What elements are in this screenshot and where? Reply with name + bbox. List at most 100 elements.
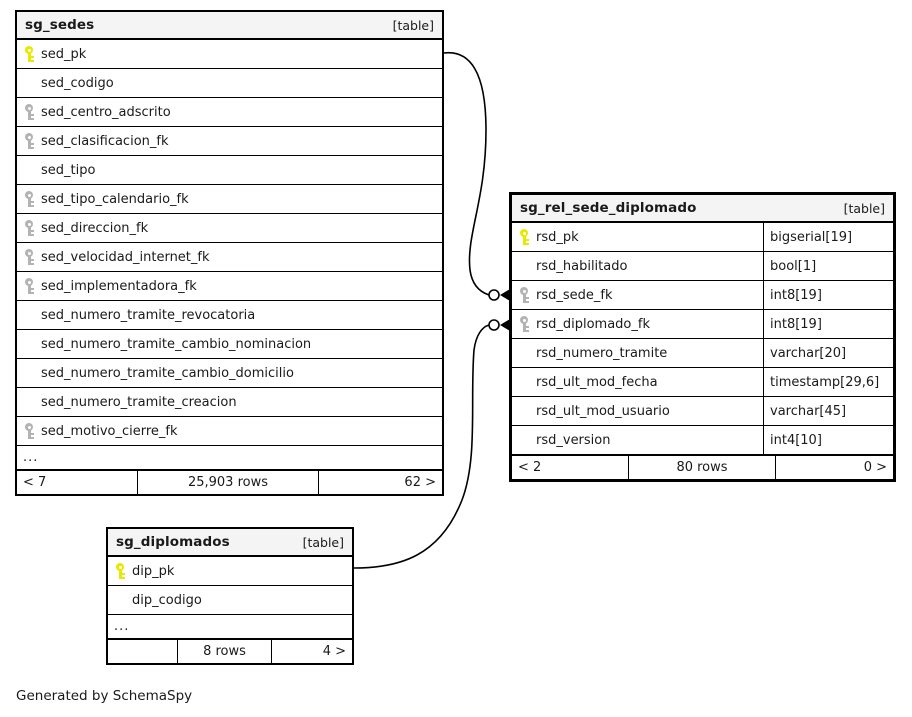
foreign-key-icon: [23, 103, 35, 121]
column-name: rsd_numero_tramite: [536, 345, 668, 361]
table-row[interactable]: sed_tipo_calendario_fk: [17, 185, 442, 214]
foreign-key-icon: [518, 286, 530, 304]
column-type: timestamp[29,6]: [763, 368, 893, 396]
foreign-key-icon: [23, 248, 35, 266]
column-type: bool[1]: [763, 252, 893, 280]
column-cell: sed_motivo_cierre_fk: [17, 417, 442, 445]
relationship-endpoint-zero-dip: [488, 319, 500, 331]
column-cell: sed_implementadora_fk: [17, 272, 442, 300]
column-cell: rsd_version: [512, 426, 763, 454]
table-row[interactable]: sed_numero_tramite_cambio_domicilio: [17, 359, 442, 388]
table-row[interactable]: rsd_ult_mod_fecha timestamp[29,6]: [512, 368, 893, 397]
table-row[interactable]: rsd_habilitado bool[1]: [512, 252, 893, 281]
column-name: sed_direccion_fk: [41, 220, 149, 236]
footer-children-count[interactable]: 4 >: [271, 640, 352, 663]
foreign-key-icon: [23, 190, 35, 208]
column-name: sed_clasificacion_fk: [41, 133, 169, 149]
table-footer-sg-diplomados: 8 rows 4 >: [108, 639, 352, 663]
table-row[interactable]: sed_implementadora_fk: [17, 272, 442, 301]
column-cell: rsd_habilitado: [512, 252, 763, 280]
column-cell: sed_tipo: [17, 156, 442, 184]
primary-key-icon: [23, 45, 35, 63]
column-name: rsd_ult_mod_usuario: [536, 403, 670, 419]
table-tag-sg-sedes: [table]: [392, 17, 434, 33]
column-type: int8[19]: [763, 281, 893, 309]
relationship-line-sed-pk-rsd-sede-fk: [443, 52, 490, 296]
table-row[interactable]: sed_numero_tramite_creacion: [17, 388, 442, 417]
foreign-key-icon: [518, 315, 530, 333]
column-cell: sed_direccion_fk: [17, 214, 442, 242]
primary-key-icon: [114, 562, 126, 580]
foreign-key-icon: [23, 422, 35, 440]
column-name: dip_codigo: [132, 592, 202, 608]
column-cell: sed_codigo: [17, 69, 442, 97]
column-name: rsd_pk: [536, 229, 579, 245]
more-columns-indicator: ...: [108, 615, 352, 639]
column-cell: rsd_numero_tramite: [512, 339, 763, 367]
table-row[interactable]: sed_direccion_fk: [17, 214, 442, 243]
foreign-key-icon: [23, 277, 35, 295]
table-tag-sg-rel-sede-diplomado: [table]: [843, 200, 885, 216]
column-cell: sed_pk: [17, 40, 442, 68]
table-row[interactable]: sed_codigo: [17, 69, 442, 98]
footer-parents-count[interactable]: [108, 640, 177, 663]
footer-parents-count[interactable]: < 7: [23, 475, 47, 490]
table-row[interactable]: sed_pk: [17, 40, 442, 69]
column-cell: sed_tipo_calendario_fk: [17, 185, 442, 213]
relationship-endpoint-zero-sed: [488, 289, 500, 301]
table-row[interactable]: rsd_sede_fk int8[19]: [512, 281, 893, 310]
table-footer-sg-sedes: < 7 25,903 rows 62 >: [17, 470, 442, 494]
table-row[interactable]: sed_velocidad_internet_fk: [17, 243, 442, 272]
table-row[interactable]: dip_codigo: [108, 586, 352, 615]
column-name: rsd_sede_fk: [536, 287, 613, 303]
column-cell: dip_codigo: [108, 586, 352, 614]
column-cell: dip_pk: [108, 557, 352, 585]
column-cell: rsd_ult_mod_usuario: [512, 397, 763, 425]
table-row[interactable]: rsd_ult_mod_usuario varchar[45]: [512, 397, 893, 426]
table-row[interactable]: sed_clasificacion_fk: [17, 127, 442, 156]
column-cell: sed_numero_tramite_creacion: [17, 388, 442, 416]
table-row[interactable]: rsd_version int4[10]: [512, 426, 893, 455]
table-row[interactable]: sed_numero_tramite_cambio_nominacion: [17, 330, 442, 359]
column-cell: sed_centro_adscrito: [17, 98, 442, 126]
table-sg-rel-sede-diplomado[interactable]: sg_rel_sede_diplomado [table] rsd_pk big…: [509, 192, 896, 482]
column-name: dip_pk: [132, 563, 175, 579]
column-cell: sed_numero_tramite_revocatoria: [17, 301, 442, 329]
table-header-sg-rel-sede-diplomado: sg_rel_sede_diplomado [table]: [512, 195, 893, 223]
column-cell: sed_clasificacion_fk: [17, 127, 442, 155]
table-title-sg-rel-sede-diplomado: sg_rel_sede_diplomado: [520, 200, 697, 216]
column-cell: rsd_pk: [512, 223, 763, 251]
table-row[interactable]: rsd_diplomado_fk int8[19]: [512, 310, 893, 339]
column-name: sed_codigo: [41, 75, 114, 91]
table-tag-sg-diplomados: [table]: [302, 534, 344, 550]
table-sg-diplomados[interactable]: sg_diplomados [table] dip_pk dip_codigo …: [106, 527, 354, 665]
column-name: sed_numero_tramite_creacion: [41, 394, 237, 410]
column-type: bigserial[19]: [763, 223, 893, 251]
column-name: sed_tipo_calendario_fk: [41, 191, 189, 207]
column-cell: rsd_ult_mod_fecha: [512, 368, 763, 396]
column-cell: sed_velocidad_internet_fk: [17, 243, 442, 271]
table-row[interactable]: rsd_numero_tramite varchar[20]: [512, 339, 893, 368]
table-row[interactable]: sed_centro_adscrito: [17, 98, 442, 127]
column-name: sed_numero_tramite_cambio_nominacion: [41, 336, 312, 352]
footer-children-count[interactable]: 62 >: [318, 471, 442, 494]
foreign-key-icon: [23, 219, 35, 237]
footer-children-count[interactable]: 0 >: [775, 456, 893, 479]
column-name: sed_centro_adscrito: [41, 104, 171, 120]
table-row[interactable]: sed_tipo: [17, 156, 442, 185]
footer-parents-count[interactable]: < 2: [518, 460, 542, 475]
column-name: sed_numero_tramite_cambio_domicilio: [41, 365, 294, 381]
table-header-sg-diplomados: sg_diplomados [table]: [108, 529, 352, 557]
table-row[interactable]: rsd_pk bigserial[19]: [512, 223, 893, 252]
column-type: varchar[45]: [763, 397, 893, 425]
table-sg-sedes[interactable]: sg_sedes [table] sed_pk sed_codigo sed_c…: [15, 10, 444, 496]
column-cell: rsd_diplomado_fk: [512, 310, 763, 338]
more-columns-indicator: ...: [17, 446, 442, 470]
column-cell: sed_numero_tramite_cambio_domicilio: [17, 359, 442, 387]
table-row[interactable]: sed_motivo_cierre_fk: [17, 417, 442, 446]
column-name: sed_pk: [41, 46, 87, 62]
column-type: varchar[20]: [763, 339, 893, 367]
table-row[interactable]: sed_numero_tramite_revocatoria: [17, 301, 442, 330]
table-title-sg-sedes: sg_sedes: [25, 17, 95, 33]
table-row[interactable]: dip_pk: [108, 557, 352, 586]
